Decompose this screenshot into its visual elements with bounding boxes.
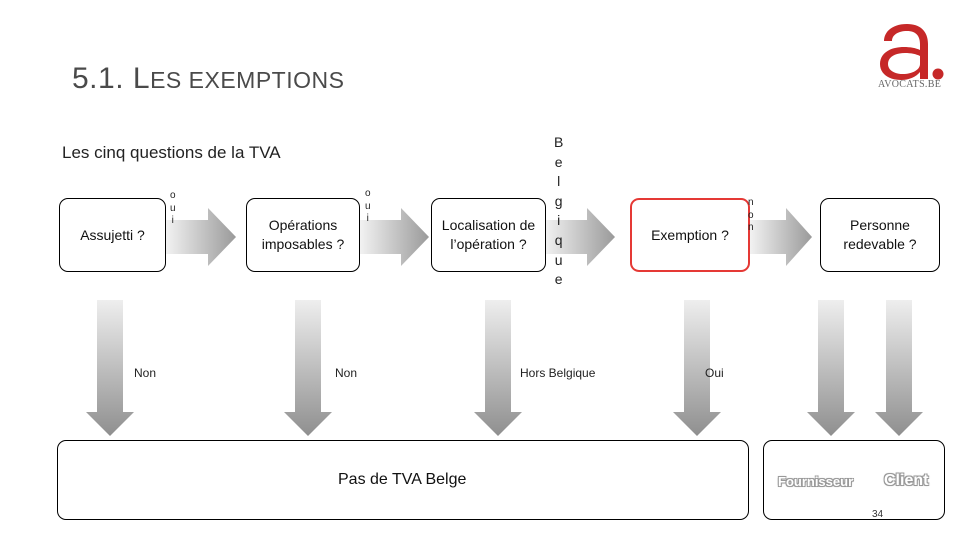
page-number: 34	[872, 509, 884, 520]
condition-label-oui: Oui	[705, 366, 724, 380]
v-arrow-4	[673, 300, 721, 436]
v-arrow-3	[474, 300, 522, 436]
h-arrow-4	[750, 208, 812, 266]
outcome-box	[57, 440, 749, 520]
supplier-label: Fournisseur	[778, 474, 854, 489]
h-arrow-2	[360, 208, 429, 266]
question-box-operations: Opérations imposables ?	[246, 198, 360, 272]
h-arrow-3	[545, 208, 615, 266]
slide-title: 5.1. LES EXEMPTIONS	[72, 62, 344, 96]
responsible-box	[763, 440, 945, 520]
question-box-localisation: Localisation de l’opération ?	[431, 198, 546, 272]
avocats-logo	[880, 24, 944, 80]
condition-label-non-1: Non	[134, 366, 157, 380]
transition-label-non: n o n	[748, 197, 754, 233]
logo-text: AVOCATS.BE	[878, 79, 942, 90]
transition-label-belgique: B e l g i q u e	[554, 134, 564, 288]
question-box-assujetti: Assujetti ?	[59, 198, 166, 272]
v-arrow-6	[875, 300, 923, 436]
condition-label-hors-belgique: Hors Belgique	[520, 366, 596, 380]
outcome-label: Pas de TVA Belge	[338, 471, 467, 488]
question-box-exemption: Exemption ?	[630, 198, 750, 272]
question-label: Assujetti ?	[80, 226, 145, 243]
h-arrow-1	[166, 208, 236, 266]
v-arrow-5	[807, 300, 855, 436]
client-label: Client	[884, 472, 929, 489]
question-label: Localisation de l’opération ?	[441, 217, 536, 252]
v-arrow-1	[86, 300, 134, 436]
transition-label-oui-2: o u i	[365, 188, 371, 224]
question-label: Personne redevable ?	[843, 217, 917, 252]
transition-label-oui-1: o u i	[170, 190, 176, 226]
title-prefix: 5.1. L	[72, 62, 151, 95]
question-label: Exemption ?	[651, 226, 729, 243]
question-box-redevable: Personne redevable ?	[820, 198, 940, 272]
condition-label-non-2: Non	[335, 366, 358, 380]
v-arrow-2	[284, 300, 332, 436]
diagram-subtitle: Les cinq questions de la TVA	[62, 143, 281, 162]
question-label: Opérations imposables ?	[261, 217, 345, 252]
title-rest: ES EXEMPTIONS	[150, 67, 345, 93]
